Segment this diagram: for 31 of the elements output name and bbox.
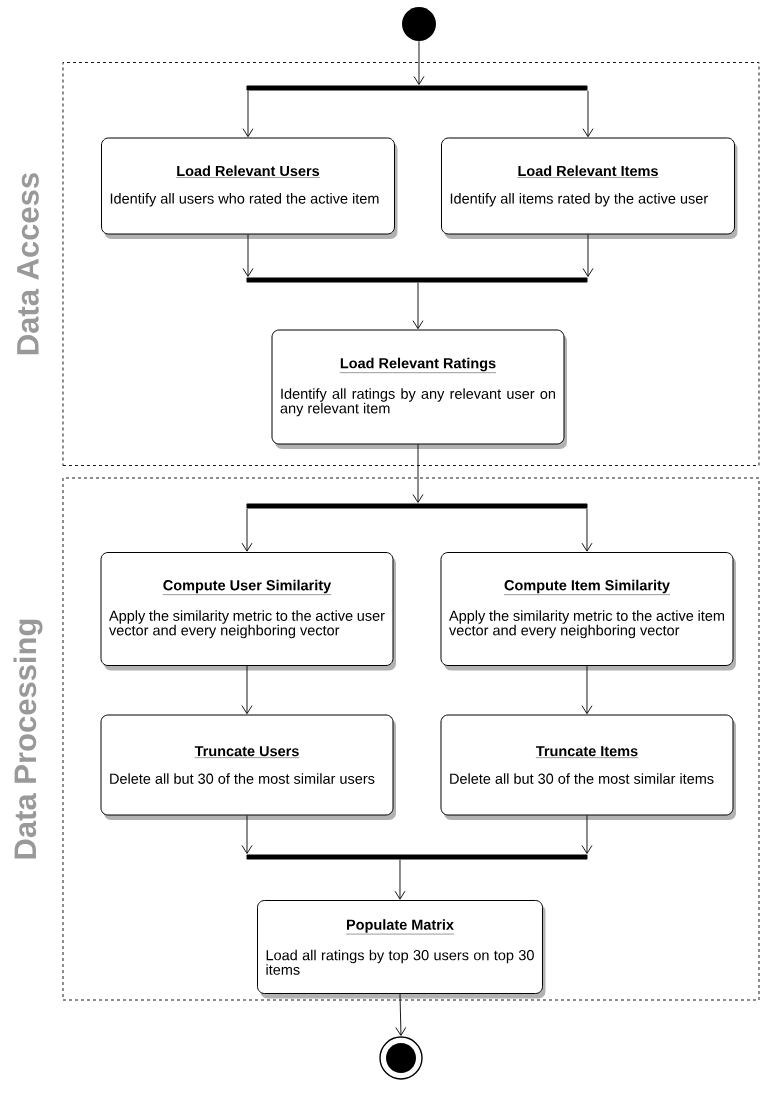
- arrow: [581, 508, 593, 552]
- sync-bar: [246, 854, 588, 860]
- node-label: Data Processing: [13, 619, 43, 859]
- activity-box: Truncate Items Delete all but 30 of the most similar items: [440, 714, 736, 820]
- end-node: [379, 1036, 423, 1080]
- arrow: [582, 234, 594, 277]
- activity-box: Load Relevant Items Identify all items rated by the active user: [441, 137, 738, 239]
- arrow: [242, 90, 254, 138]
- activity-box: Load Relevant Users Identify all users who rated the active item: [101, 137, 398, 239]
- activity-box: Truncate Users Delete all but 30 of the most similar users: [100, 714, 396, 820]
- arrow: [581, 815, 593, 854]
- arrow: [413, 40, 425, 85]
- sync-bar: [246, 503, 588, 509]
- node-label: Data Access: [17, 173, 39, 355]
- arrow: [582, 90, 594, 138]
- activity-box: Load Relevant Ratings Identify all ratings by any relevant user on any relevant item: [271, 329, 567, 449]
- arrow: [241, 815, 253, 854]
- arrow: [395, 993, 407, 1036]
- sync-bar: [246, 277, 588, 283]
- arrow: [412, 444, 424, 503]
- arrow: [241, 508, 253, 552]
- sync-bar: [246, 85, 588, 91]
- activity-box: Compute User Similarity Apply the similarity metric to the active user vector and every neighboring vector: [100, 552, 396, 671]
- arrow: [581, 665, 593, 715]
- arrow: [241, 665, 253, 715]
- arrow: [412, 282, 424, 330]
- start-node: [402, 7, 436, 41]
- activity-box: Populate Matrix Load all ratings by top 30 users on top 30 items: [257, 900, 546, 999]
- arrow: [242, 234, 254, 277]
- activity-box: Compute Item Similarity Apply the similarity metric to the active item vector and every neighboring vector: [440, 552, 736, 671]
- arrow: [394, 859, 406, 900]
